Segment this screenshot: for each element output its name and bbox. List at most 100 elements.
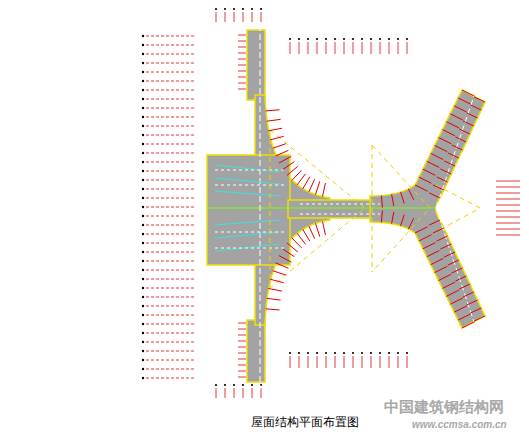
radial-member [470, 105, 481, 110]
radial-member [452, 268, 463, 273]
radial-member [401, 215, 405, 226]
axis-line [146, 351, 196, 352]
radial-member [442, 130, 455, 136]
axis-line [407, 356, 408, 368]
axis-dot [316, 38, 318, 40]
radial-member [463, 121, 474, 126]
axis-dot [142, 161, 144, 163]
axis-dot [142, 224, 144, 226]
axis-line [146, 333, 196, 334]
axis-line [496, 223, 520, 224]
radial-member [440, 169, 451, 174]
axis-dot [215, 8, 217, 10]
axis-line [146, 342, 196, 343]
axis-line [308, 42, 309, 54]
radial-member [427, 251, 440, 257]
radial-member [381, 210, 382, 222]
watermark: www.ccmsa.com.cn [412, 419, 507, 430]
radial-member [297, 233, 306, 244]
axis-dot [142, 107, 144, 109]
axis-dot [370, 38, 372, 40]
axis-dot [307, 38, 309, 40]
axis-line [216, 12, 217, 22]
radial-member [444, 161, 455, 166]
radial-member [467, 113, 478, 118]
radial-member [266, 110, 280, 111]
axis-line [496, 235, 520, 236]
axis-dot [379, 352, 381, 354]
axis-line [362, 356, 363, 368]
radial-member [273, 144, 286, 149]
radial-member [459, 129, 470, 134]
radial-member [474, 316, 485, 321]
axis-dot [142, 323, 144, 325]
axis-line [326, 356, 327, 368]
axis-dot [233, 8, 235, 10]
radial-member [446, 290, 459, 296]
radial-member [431, 258, 444, 264]
axis-dot [142, 179, 144, 181]
radial-member [287, 243, 298, 252]
axis-dot [142, 188, 144, 190]
axis-line [146, 36, 196, 37]
axis-line [308, 356, 309, 368]
axis-line [496, 229, 520, 230]
truss-triangles [270, 130, 480, 288]
axis-dot [142, 296, 144, 298]
axis-line [146, 171, 196, 172]
radial-member [283, 249, 295, 257]
axis-dot [406, 352, 408, 354]
axis-line [146, 270, 196, 271]
radial-member [322, 221, 325, 235]
axis-dot [142, 98, 144, 100]
axis-line [146, 108, 196, 109]
axis-line [146, 243, 196, 244]
axis-line [146, 288, 196, 289]
axis-dot [142, 332, 144, 334]
axis-dot [142, 305, 144, 307]
axis-line [326, 42, 327, 54]
axis-line [146, 216, 196, 217]
radial-member [470, 308, 481, 313]
axis-line [496, 217, 520, 218]
radial-member [267, 119, 281, 121]
axis-line [216, 388, 217, 398]
axis-dot [142, 152, 144, 154]
axis-dot [142, 53, 144, 55]
radial-member [454, 306, 467, 312]
radial-member [303, 229, 310, 241]
axis-line [371, 356, 372, 368]
radial-member [433, 185, 444, 190]
axis-dot [397, 38, 399, 40]
radial-member [435, 145, 448, 151]
radial-member [431, 153, 444, 159]
axis-line [146, 153, 196, 154]
axis-line [146, 360, 196, 361]
axis-line [261, 12, 262, 22]
radial-member [273, 271, 286, 275]
axis-dot [388, 352, 390, 354]
radial-member [415, 185, 428, 191]
axis-line [146, 324, 196, 325]
radial-member [381, 196, 382, 208]
axis-line [146, 63, 196, 64]
radial-member [276, 263, 289, 268]
radial-members [266, 90, 485, 328]
radial-member [462, 90, 475, 96]
axis-line [146, 306, 196, 307]
radial-member [415, 227, 428, 233]
radial-member [450, 298, 463, 304]
axis-dot [142, 368, 144, 370]
radial-member [315, 223, 319, 236]
axis-line [335, 42, 336, 54]
axis-dot [233, 384, 235, 386]
axis-dot [316, 352, 318, 354]
axis-line [146, 198, 196, 199]
axis-dot [352, 38, 354, 40]
axis-dot [343, 38, 345, 40]
axis-dot [142, 233, 144, 235]
radial-member [423, 243, 436, 249]
radial-member [292, 170, 302, 180]
axis-line [146, 117, 196, 118]
axis-line [261, 388, 262, 398]
